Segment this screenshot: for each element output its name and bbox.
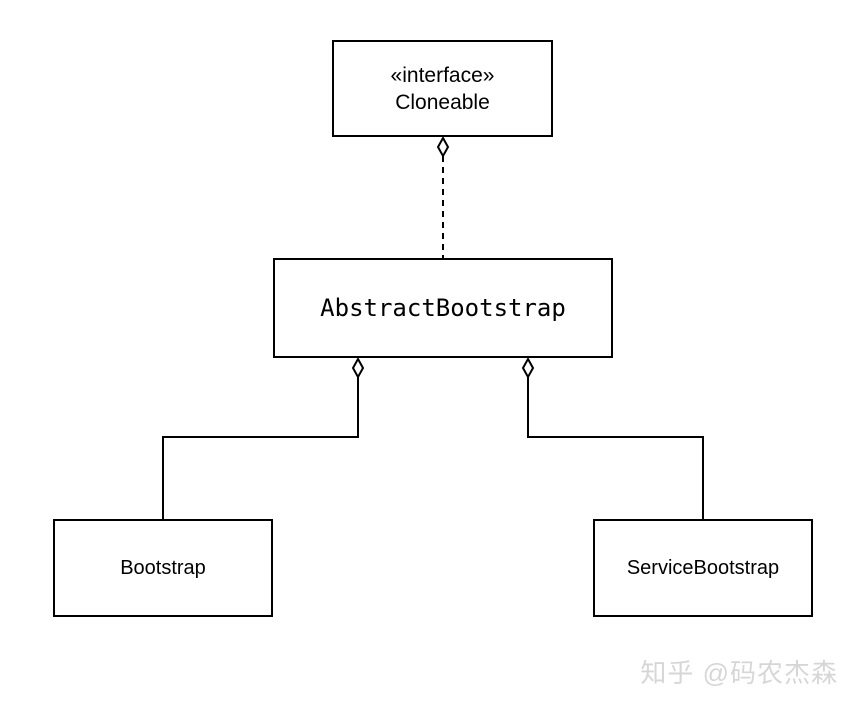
open-diamond-icon <box>436 135 450 159</box>
node-service-bootstrap: ServiceBootstrap <box>593 519 813 617</box>
node-label: Bootstrap <box>120 556 206 579</box>
watermark-text: 知乎 @码农杰森 <box>640 658 838 688</box>
open-diamond-icon <box>351 356 365 380</box>
node-label: ServiceBootstrap <box>626 556 780 579</box>
node-abstract-bootstrap: AbstractBootstrap <box>273 258 613 358</box>
right-connector-line <box>527 377 704 519</box>
node-label: AbstractBootstrap <box>320 294 566 322</box>
open-diamond-icon <box>521 356 535 380</box>
node-label: Cloneable <box>395 90 490 114</box>
left-connector-line <box>162 377 359 519</box>
node-bootstrap: Bootstrap <box>53 519 273 617</box>
node-stereotype: «interface» <box>390 63 495 87</box>
node-cloneable-interface: «interface» Cloneable <box>332 40 553 137</box>
